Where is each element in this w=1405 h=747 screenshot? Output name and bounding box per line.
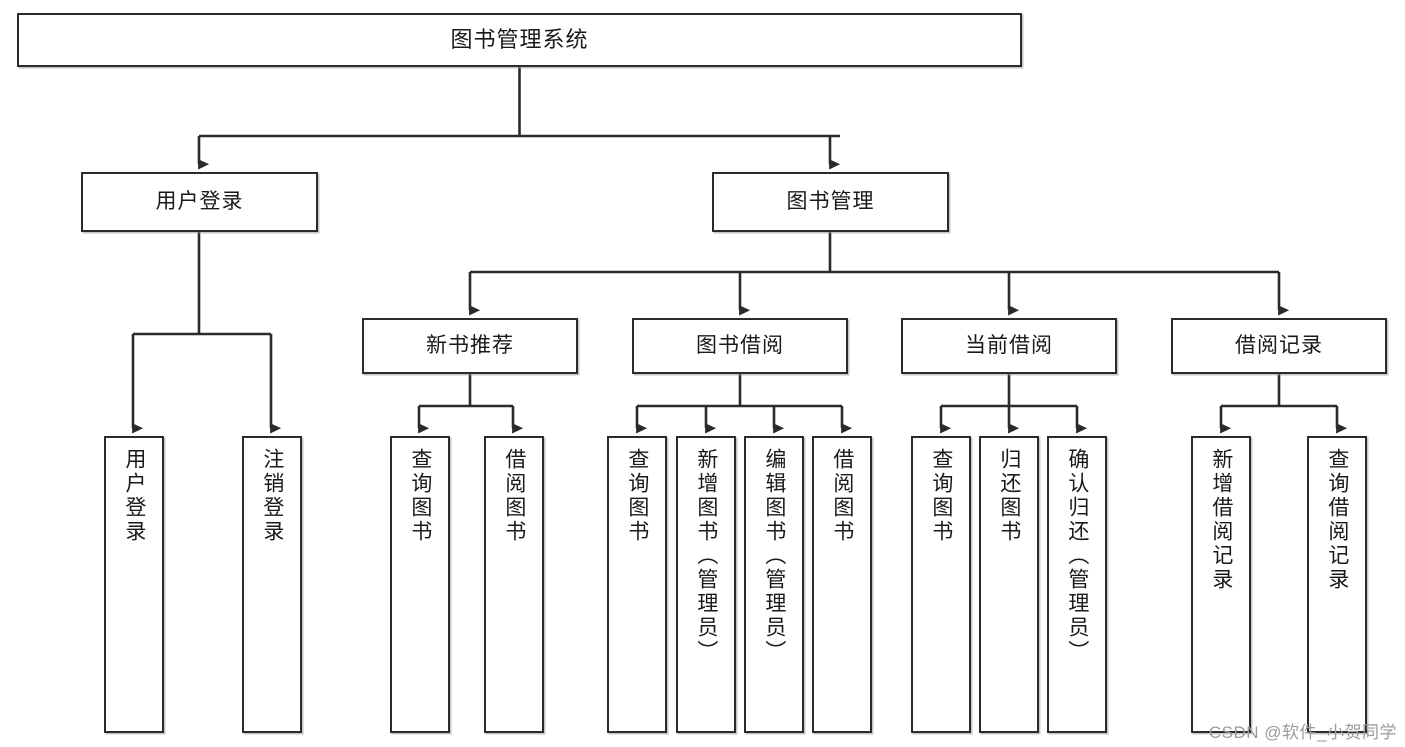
node-label: 编辑图书（管理员） bbox=[762, 448, 786, 664]
node-label: 借阅记录 bbox=[1235, 333, 1323, 357]
leaf-query-book-recommend[interactable]: 查询图书 bbox=[390, 436, 450, 733]
leaf-edit-book[interactable]: 编辑图书（管理员） bbox=[744, 436, 804, 733]
leaf-user-logout[interactable]: 注销登录 bbox=[242, 436, 302, 733]
node-label: 查询图书 bbox=[625, 448, 649, 544]
node-user-login[interactable]: 用户登录 bbox=[81, 172, 318, 232]
csdn-watermark: CSDN @软件_小贺同学 bbox=[1208, 723, 1397, 742]
node-root-system[interactable]: 图书管理系统 bbox=[17, 13, 1022, 67]
node-label: 用户登录 bbox=[155, 189, 244, 213]
node-label: 图书管理系统 bbox=[450, 27, 589, 53]
node-label: 借阅图书 bbox=[502, 448, 526, 544]
node-label: 确认归还（管理员） bbox=[1065, 448, 1089, 664]
leaf-borrow-book-recommend[interactable]: 借阅图书 bbox=[484, 436, 544, 733]
node-label: 新书推荐 bbox=[426, 333, 514, 357]
leaf-user-login[interactable]: 用户登录 bbox=[104, 436, 164, 733]
leaf-return-book[interactable]: 归还图书 bbox=[979, 436, 1039, 733]
node-label: 查询图书 bbox=[929, 448, 953, 544]
leaf-query-borrow-record[interactable]: 查询借阅记录 bbox=[1307, 436, 1367, 733]
node-label: 新增借阅记录 bbox=[1209, 448, 1233, 592]
node-label: 新增图书（管理员） bbox=[694, 448, 718, 664]
node-label: 查询借阅记录 bbox=[1325, 448, 1349, 592]
node-label: 借阅图书 bbox=[830, 448, 854, 544]
node-book-management[interactable]: 图书管理 bbox=[712, 172, 949, 232]
node-book-borrow[interactable]: 图书借阅 bbox=[632, 318, 848, 374]
leaf-add-book[interactable]: 新增图书（管理员） bbox=[676, 436, 736, 733]
node-current-borrow[interactable]: 当前借阅 bbox=[901, 318, 1117, 374]
node-new-book-recommend[interactable]: 新书推荐 bbox=[362, 318, 578, 374]
leaf-borrow-book[interactable]: 借阅图书 bbox=[812, 436, 872, 733]
node-label: 注销登录 bbox=[260, 448, 284, 544]
node-borrow-record[interactable]: 借阅记录 bbox=[1171, 318, 1387, 374]
node-label: 归还图书 bbox=[997, 448, 1021, 544]
node-label: 查询图书 bbox=[408, 448, 432, 544]
leaf-query-book-current[interactable]: 查询图书 bbox=[911, 436, 971, 733]
node-label: 当前借阅 bbox=[965, 333, 1053, 357]
node-label: 图书管理 bbox=[786, 189, 875, 213]
leaf-query-book-borrow[interactable]: 查询图书 bbox=[607, 436, 667, 733]
leaf-add-borrow-record[interactable]: 新增借阅记录 bbox=[1191, 436, 1251, 733]
node-label: 图书借阅 bbox=[696, 333, 784, 357]
node-label: 用户登录 bbox=[122, 448, 146, 544]
leaf-confirm-return[interactable]: 确认归还（管理员） bbox=[1047, 436, 1107, 733]
